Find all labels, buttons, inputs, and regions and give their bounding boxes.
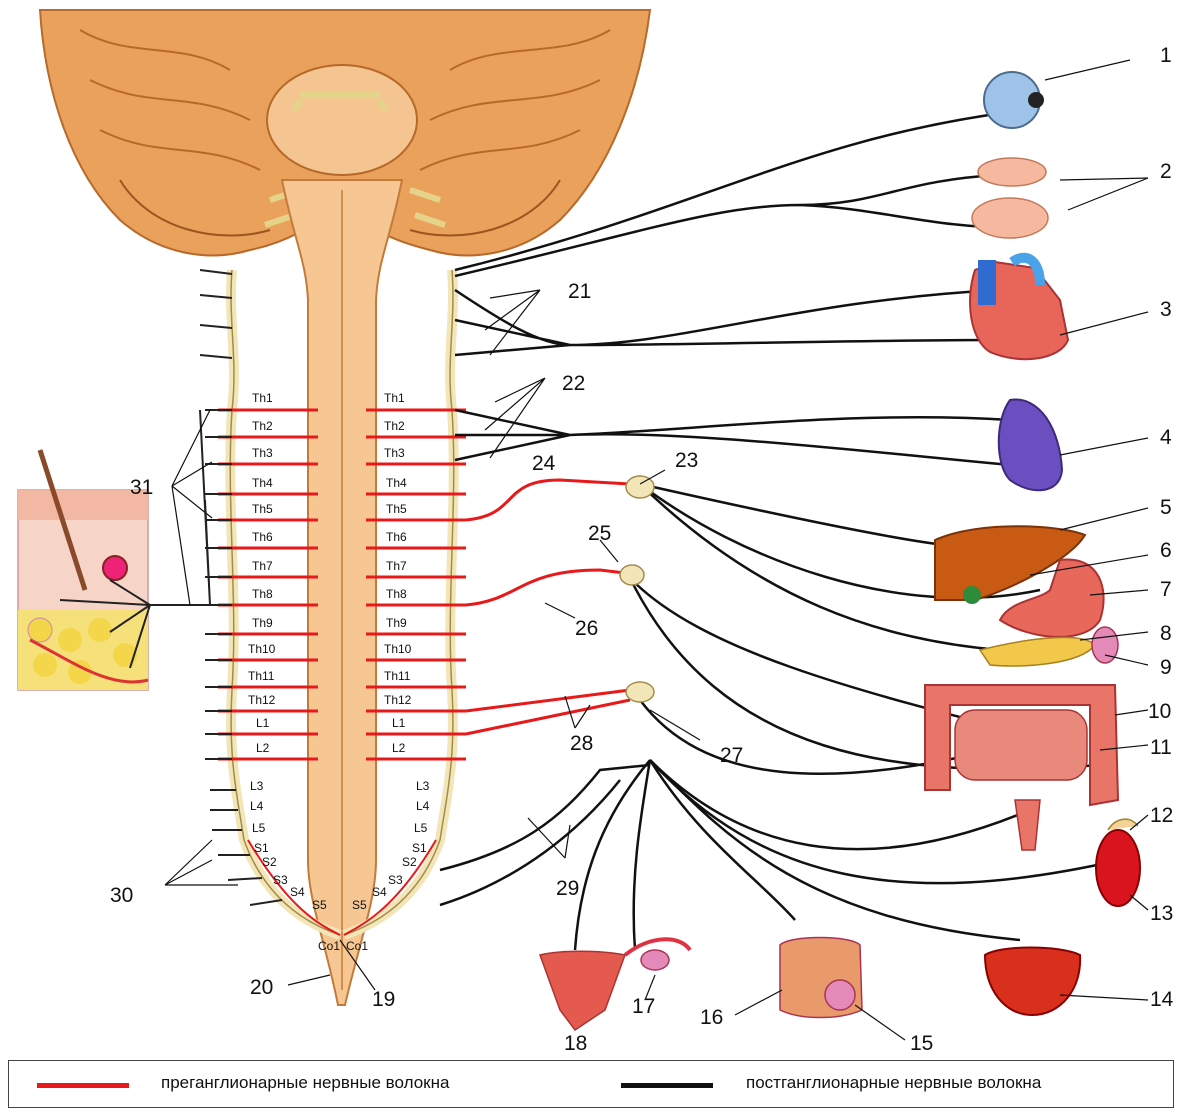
seg-left-th1: Th1 [252, 391, 273, 405]
label-6: 6 [1160, 539, 1172, 562]
preganglionic-legend-swatch [37, 1083, 129, 1088]
label-4: 4 [1160, 426, 1172, 449]
seg-left-l2: L2 [256, 741, 270, 755]
preganglionic-segment-lines [218, 410, 630, 935]
seg-left-l1: L1 [256, 716, 270, 730]
testis [780, 938, 862, 1018]
seg-right-th2: Th2 [384, 419, 405, 433]
seg-left-th8: Th8 [252, 587, 273, 601]
bladder [985, 948, 1080, 1016]
seg-right-s3: S3 [388, 873, 403, 887]
label-13: 13 [1150, 902, 1173, 925]
label-30: 30 [110, 884, 133, 907]
seg-left-th6: Th6 [252, 530, 273, 544]
eye [984, 72, 1044, 128]
seg-left-l5: L5 [252, 821, 266, 835]
label-19: 19 [372, 988, 395, 1011]
seg-left-th2: Th2 [252, 419, 273, 433]
kidney-adrenal [1096, 819, 1140, 906]
sympathetic-nervous-system-diagram: 1 2 3 4 5 6 7 8 9 10 11 12 13 14 15 16 1… [0, 0, 1184, 1060]
seg-right-co1: Co1 [346, 939, 368, 953]
seg-left-th12: Th12 [248, 693, 276, 707]
legend: преганглионарные нервные волокна постган… [8, 1060, 1174, 1108]
seg-right-th7: Th7 [386, 559, 407, 573]
postganglionic-legend-swatch [621, 1083, 713, 1088]
label-27: 27 [720, 744, 743, 767]
seg-left-th10: Th10 [248, 642, 276, 656]
skin-section [18, 450, 148, 690]
label-5: 5 [1160, 496, 1172, 519]
label-7: 7 [1160, 578, 1172, 601]
label-8: 8 [1160, 622, 1172, 645]
seg-left-th3: Th3 [252, 446, 273, 460]
label-16: 16 [700, 1006, 723, 1029]
seg-right-s5: S5 [352, 898, 367, 912]
seg-left-l3: L3 [250, 779, 264, 793]
uterus-ovary [540, 939, 690, 1030]
label-22: 22 [562, 372, 585, 395]
label-24: 24 [532, 452, 556, 475]
label-31: 31 [130, 476, 153, 499]
lung [999, 400, 1062, 491]
seg-left-s5: S5 [312, 898, 327, 912]
label-25: 25 [588, 522, 611, 545]
seg-right-th11: Th11 [384, 669, 411, 683]
seg-left-co1: Co1 [318, 939, 340, 953]
seg-right-l2: L2 [392, 741, 406, 755]
postganglionic-legend-label: постганглионарные нервные волокна [746, 1073, 1041, 1093]
seg-left-s2: S2 [262, 855, 277, 869]
label-12: 12 [1150, 804, 1173, 827]
seg-right-th4: Th4 [386, 476, 407, 490]
seg-right-s1: S1 [412, 841, 427, 855]
label-2: 2 [1160, 160, 1172, 183]
seg-left-s4: S4 [290, 885, 305, 899]
seg-right-s4: S4 [372, 885, 387, 899]
seg-right-th8: Th8 [386, 587, 407, 601]
label-20: 20 [250, 976, 273, 999]
label-14: 14 [1150, 988, 1174, 1011]
seg-right-l3: L3 [416, 779, 430, 793]
salivary-glands [972, 158, 1048, 238]
seg-right-th9: Th9 [386, 616, 407, 630]
label-26: 26 [575, 617, 598, 640]
seg-left-l4: L4 [250, 799, 264, 813]
seg-left-th11: Th11 [248, 669, 275, 683]
label-9: 9 [1160, 656, 1172, 679]
seg-right-th3: Th3 [384, 446, 405, 460]
seg-right-th12: Th12 [384, 693, 412, 707]
seg-right-l4: L4 [416, 799, 430, 813]
label-23: 23 [675, 449, 698, 472]
label-15: 15 [910, 1032, 933, 1055]
seg-left-th7: Th7 [252, 559, 273, 573]
seg-left-s1: S1 [254, 841, 269, 855]
seg-right-th5: Th5 [386, 502, 407, 516]
label-1: 1 [1160, 44, 1172, 67]
seg-left-th4: Th4 [252, 476, 273, 490]
label-18: 18 [564, 1032, 587, 1055]
seg-right-th6: Th6 [386, 530, 407, 544]
label-10: 10 [1148, 700, 1171, 723]
seg-left-s3: S3 [273, 873, 288, 887]
seg-right-l1: L1 [392, 716, 406, 730]
label-17: 17 [632, 995, 655, 1018]
seg-left-th9: Th9 [252, 616, 273, 630]
seg-left-th5: Th5 [252, 502, 273, 516]
heart [970, 258, 1068, 359]
preganglionic-legend-label: преганглионарные нервные волокна [161, 1073, 449, 1093]
label-29: 29 [556, 877, 579, 900]
seg-right-th1: Th1 [384, 391, 405, 405]
label-3: 3 [1160, 298, 1172, 321]
label-28: 28 [570, 732, 593, 755]
seg-right-s2: S2 [402, 855, 417, 869]
label-11: 11 [1150, 736, 1172, 759]
seg-right-th10: Th10 [384, 642, 412, 656]
label-21: 21 [568, 280, 591, 303]
seg-right-l5: L5 [414, 821, 428, 835]
